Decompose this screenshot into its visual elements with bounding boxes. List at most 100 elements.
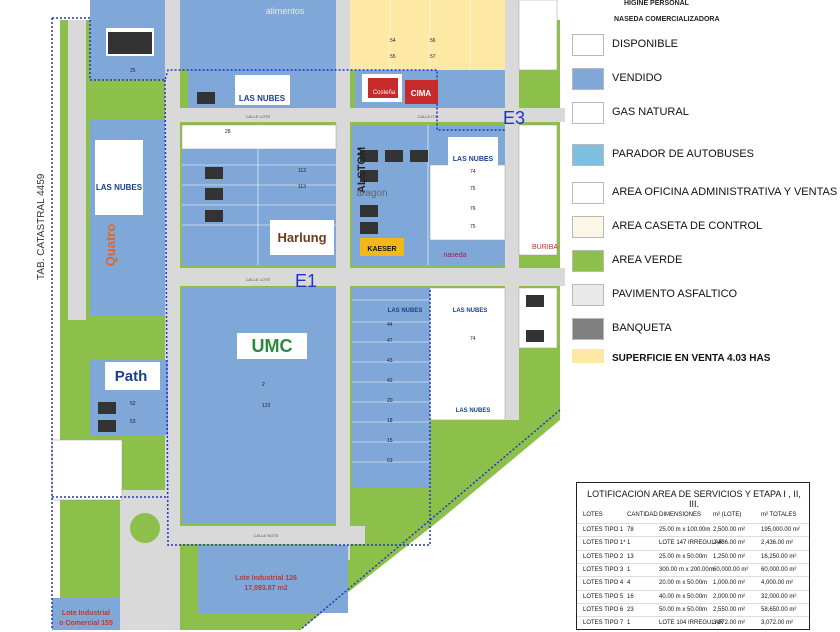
available-block (518, 124, 558, 256)
brand-label: LAS NUBES (456, 408, 491, 414)
office-icon (572, 182, 604, 204)
brand-logo-box (405, 80, 438, 104)
table-cell: 3,072.00 m² (761, 620, 794, 627)
table-cell: 4 (627, 580, 631, 587)
site-plan-map: LAS NUBES UMC Path Harlung ALSTOM aragon… (36, 0, 565, 630)
building-icon (360, 150, 378, 162)
disponible-swatch (572, 34, 604, 56)
table-cell: LOTES TIPO 1* (583, 540, 626, 547)
table-cell: LOTES TIPO 2 (583, 553, 624, 560)
building-icon (360, 170, 378, 182)
road (165, 0, 180, 630)
lot-number: 75 (470, 224, 476, 230)
stage-boundary (164, 79, 431, 546)
street-label: CALLE LOTE (246, 114, 271, 119)
table-header-cell: LOTES (583, 512, 603, 518)
sale-swatch (572, 349, 604, 363)
table-cell: 60,000.00 m² (713, 566, 749, 573)
table-cell: 23 (627, 606, 634, 613)
sold-block (352, 288, 430, 488)
table-cell: 2,436.00 m² (713, 540, 746, 547)
building-icon (360, 205, 378, 217)
available-block (518, 0, 558, 71)
street-label: CALLE LOTE (246, 277, 271, 282)
road (68, 20, 86, 320)
table-cell: 25.00 m x 100.00m (659, 527, 711, 533)
sold-block (198, 545, 348, 613)
special-lot-line1: Lote Industrial (62, 610, 110, 617)
special-lot-line2: o Comercial 155 (59, 620, 113, 627)
table-cell: 4,000.00 m² (761, 580, 794, 587)
table-cell: 60,000.00 m² (761, 566, 797, 573)
table-cell: 2,000.00 m² (713, 593, 746, 600)
building-icon (98, 420, 116, 432)
building-icon (205, 167, 223, 179)
legend-label: AREA OFICINA ADMINISTRATIVA Y VENTAS (612, 186, 838, 198)
street-label: CALLE NOTE (254, 533, 279, 538)
legend-header-1: HIGINE PERSONAL (624, 0, 689, 7)
lot-number: 18 (387, 418, 393, 424)
sold-block (182, 288, 336, 524)
brand-label: alimentos (266, 6, 305, 16)
brand-label: Quatro (103, 224, 118, 267)
table-cell: 78 (627, 527, 634, 533)
sold-block (52, 598, 120, 630)
brand-logo-box (270, 220, 334, 255)
legend-item-guard: AREA CASETA DE CONTROL (570, 212, 840, 242)
lot-number: 47 (387, 338, 393, 344)
roundabout (124, 507, 166, 549)
table-cell: LOTES TIPO 1 (583, 527, 624, 533)
brand-label: KAESER (367, 246, 396, 253)
table-header-cell: m² TOTALES (761, 512, 797, 518)
building-icon (385, 150, 403, 162)
table-cell: 40.00 m x 50.00m (659, 593, 708, 600)
table-cell: 16,250.00 m² (761, 553, 797, 560)
brand-label: naseda (444, 252, 467, 259)
building-icon (360, 222, 378, 234)
stage-boundary (52, 17, 505, 131)
table-cell: LOTE 104 IRREGULAR (659, 620, 724, 627)
lot-number: 112 (298, 168, 306, 174)
brand-label: LAS NUBES (388, 308, 423, 314)
table-cell: 2,436.00 m² (761, 540, 794, 547)
lot-number: 28 (225, 129, 231, 135)
table-cell: 58,650.00 m² (761, 606, 797, 613)
lot-number: 25 (130, 68, 136, 74)
table-cell: LOTES TIPO 6 (583, 606, 624, 613)
road (505, 0, 519, 420)
table-cell: 1,250.00 m² (713, 553, 746, 560)
building-icon (526, 330, 544, 342)
brand-label: LAS NUBES (239, 94, 286, 103)
brand-label: Costeña (373, 90, 396, 96)
table-cell: 1 (627, 540, 631, 547)
building-icon (98, 402, 116, 414)
table-cell: LOTES TIPO 3 (583, 566, 624, 573)
brand-label: ALSTOM (356, 147, 368, 193)
lot-number: 75 (470, 186, 476, 192)
table-cell: LOTES TIPO 7 (583, 620, 624, 627)
table-cell: 20.00 m x 50.00m (659, 580, 708, 587)
legend-header-2: NASEDA COMERCIALIZADORA (614, 16, 720, 23)
lot-number: 55 (390, 54, 396, 60)
lot-number: 76 (470, 206, 476, 212)
lot-number: 52 (130, 401, 136, 407)
lot-number: 42 (387, 378, 393, 384)
building-icon (410, 150, 428, 162)
available-block (181, 124, 337, 150)
brand-label: aragon (356, 188, 387, 199)
lot-number: 56 (430, 38, 436, 44)
table-cell: 2,550.00 m² (713, 606, 746, 613)
lot-number: 57 (430, 54, 436, 60)
legend-label: AREA CASETA DE CONTROL (612, 220, 763, 232)
sold-block (180, 0, 336, 70)
legend-item-gas: GAS NATURAL (570, 98, 840, 128)
table-header-cell: DIMENSIONES (659, 512, 702, 518)
legend-item-bus: PARADOR DE AUTOBUSES (570, 140, 840, 170)
